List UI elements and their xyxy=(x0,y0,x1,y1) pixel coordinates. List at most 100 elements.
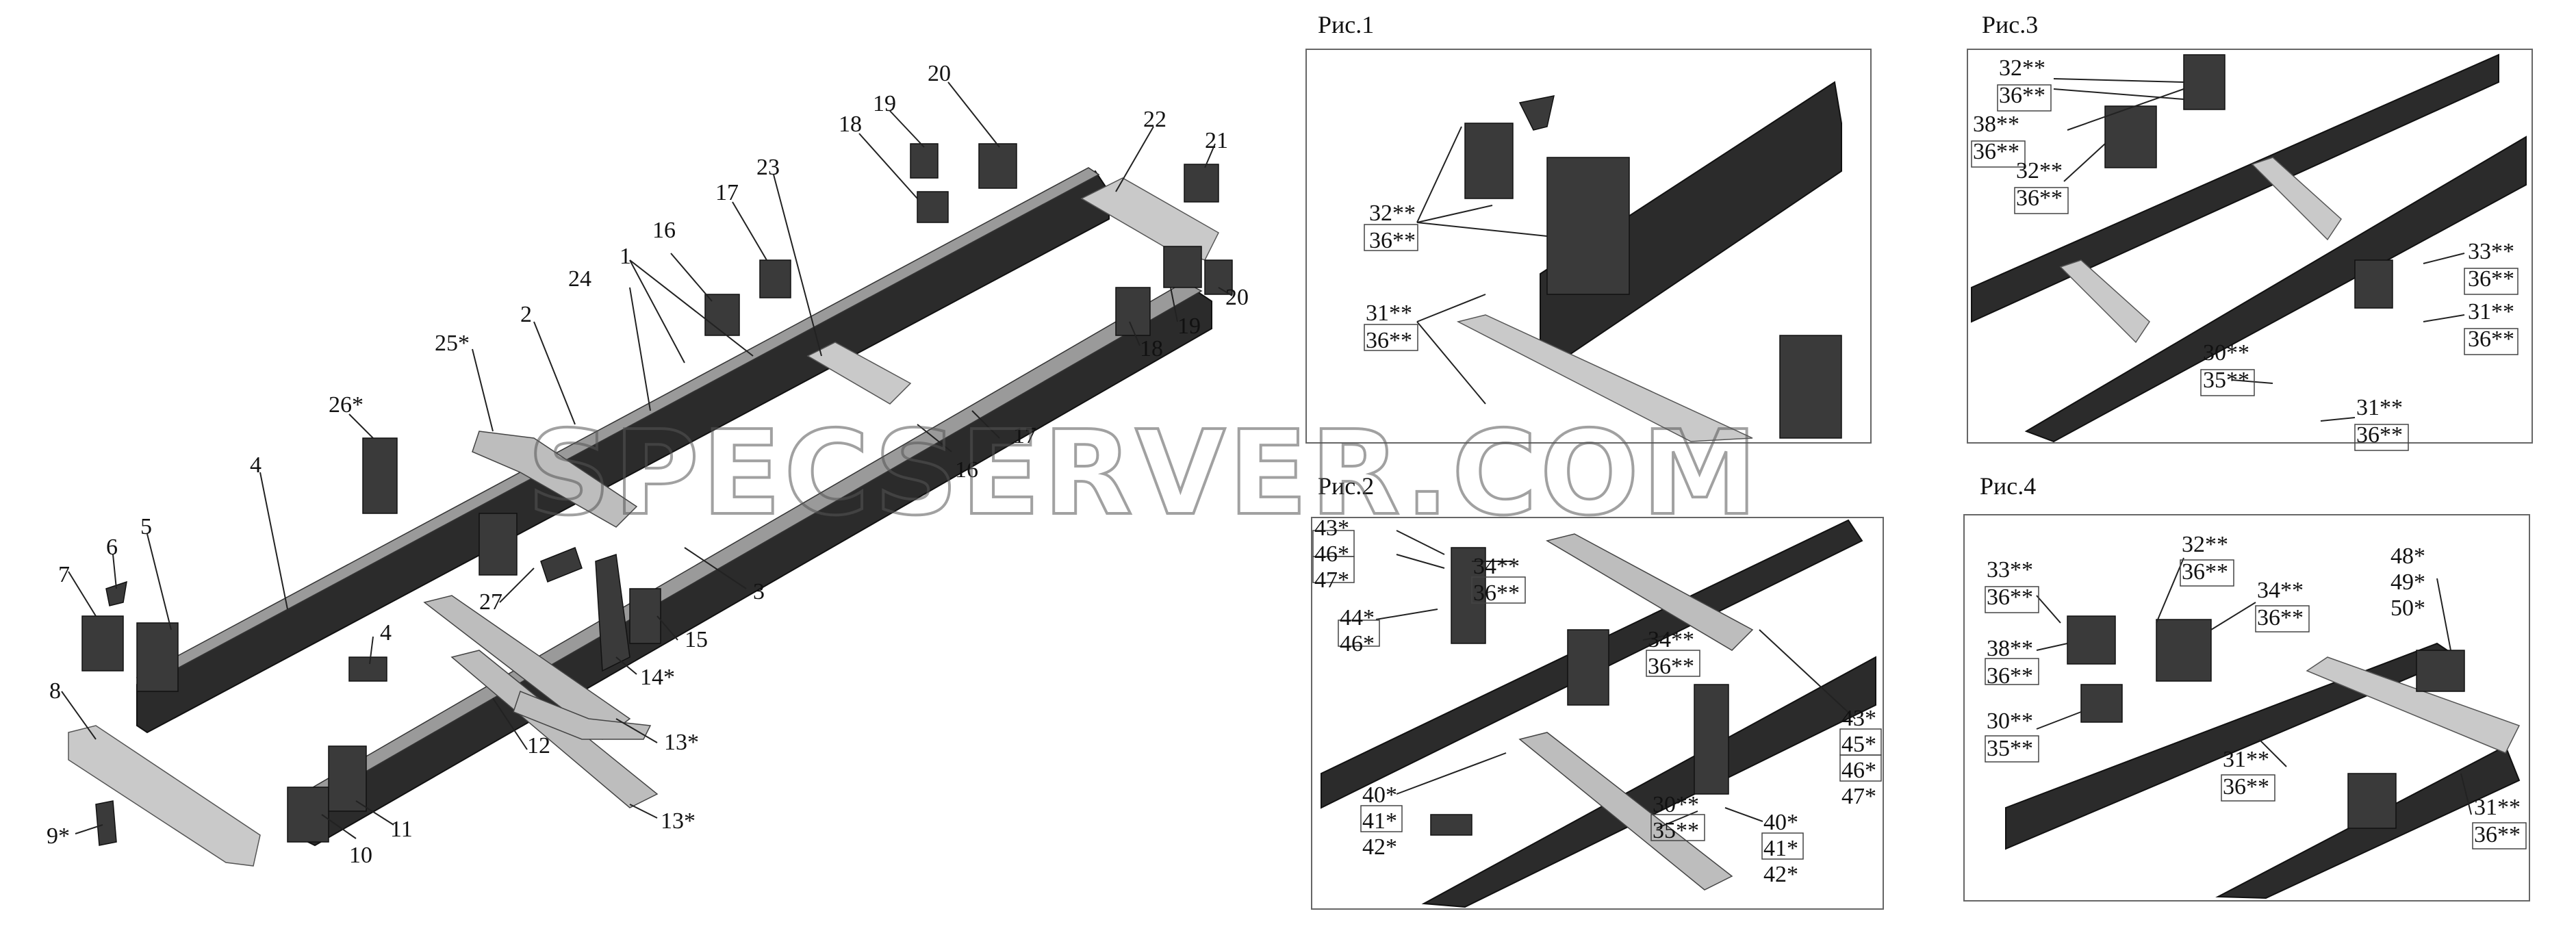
label-9: 9* xyxy=(47,823,70,849)
label-1: 1 xyxy=(620,244,631,269)
fig2-l11: 45* xyxy=(1841,732,1876,757)
fig1-title: Рис.1 xyxy=(1318,11,1374,38)
figure-2: Рис.2 43* 46* 47* xyxy=(1311,472,1884,910)
fig3-cross-1 xyxy=(2059,259,2150,344)
fig4-l6: 36** xyxy=(2257,605,2304,630)
fig3-cross-2 xyxy=(2251,157,2342,241)
label-18: 18 xyxy=(839,112,862,137)
bracket-20 xyxy=(978,143,1017,189)
fig3-l8: 36** xyxy=(2468,266,2514,292)
fig1-box-a xyxy=(1364,224,1418,251)
label-17: 17 xyxy=(715,180,739,205)
fig1-box-b xyxy=(1364,324,1418,351)
label-4: 4 xyxy=(250,452,262,478)
fig4-l7: 48* xyxy=(2390,544,2425,569)
bracket-5 xyxy=(136,622,179,692)
fig1-l4: 36** xyxy=(1366,328,1412,353)
fig4-l9: 50* xyxy=(2390,596,2425,621)
label-16b: 16 xyxy=(955,457,978,483)
bracket-6 xyxy=(105,580,127,606)
fig2-l20: 41* xyxy=(1763,836,1798,861)
fig1-rear-bracket xyxy=(1779,335,1842,439)
bracket-27 xyxy=(479,513,518,576)
main-exploded-view: 1 2 3 4 4 5 6 7 8 9* 10 11 12 13* 13* 14… xyxy=(47,61,1249,868)
fig3-l10: 36** xyxy=(2468,327,2514,352)
bracket-15 xyxy=(629,588,661,644)
label-17b: 17 xyxy=(1013,423,1036,448)
fig4-l12: 30** xyxy=(1987,708,2033,734)
fig2-l14: 40* xyxy=(1362,782,1397,808)
fig3-l14: 36** xyxy=(2356,422,2403,448)
fig2-l21: 42* xyxy=(1763,862,1798,887)
fig1-l3: 31** xyxy=(1366,301,1412,326)
fig3-box-e xyxy=(2464,328,2518,355)
fig2-l3: 47* xyxy=(1314,567,1349,593)
label-3: 3 xyxy=(753,579,765,604)
fig2-l15: 41* xyxy=(1362,808,1397,834)
fig3-panel xyxy=(1967,49,2533,444)
fig2-l10: 43* xyxy=(1841,706,1876,731)
fig1-leaders xyxy=(1416,126,1548,405)
fig3-box-g xyxy=(2354,424,2409,451)
fig2-l8: 34** xyxy=(1648,627,1694,652)
bracket-20b xyxy=(1204,259,1233,295)
fig4-l13: 35** xyxy=(1987,736,2033,761)
fig1-l1: 32** xyxy=(1369,201,1416,226)
fig2-box-c xyxy=(1338,619,1380,647)
fig3-l6: 36** xyxy=(2016,186,2063,211)
label-13b: 13* xyxy=(661,808,696,834)
fig1-l2: 36** xyxy=(1369,228,1416,253)
fig3-box-c xyxy=(2014,187,2069,214)
fig3-rail-right xyxy=(2024,136,2527,443)
fig2-l6: 34** xyxy=(1473,554,1520,579)
fig4-box-c xyxy=(2255,605,2310,632)
fig4-rear-cross xyxy=(2306,656,2521,754)
fig4-box-g xyxy=(2472,822,2527,849)
label-10: 10 xyxy=(349,843,372,868)
fig2-spring xyxy=(1518,732,1733,891)
label-23: 23 xyxy=(756,155,780,180)
fig4-l8: 49* xyxy=(2390,570,2425,595)
cross-member-25 xyxy=(472,431,638,528)
bracket-16 xyxy=(704,294,740,336)
label-13a: 13* xyxy=(664,730,699,755)
fig3-bracket-b xyxy=(2104,105,2157,168)
fig4-l15: 36** xyxy=(2223,774,2269,800)
fig3-bracket-a xyxy=(2183,54,2226,110)
fig4-bracket-a xyxy=(2067,615,2116,665)
fig4-l14: 31** xyxy=(2223,747,2269,772)
label-25: 25* xyxy=(435,331,470,356)
fig4-l17: 36** xyxy=(2474,822,2521,847)
main-leader-lines xyxy=(61,81,1233,839)
bracket-26 xyxy=(362,437,398,514)
figure-3: Рис.3 32** 36** 38** 36** 32** 36** xyxy=(1967,11,2533,451)
figure-1: Рис.1 32** 36** 31** 36** xyxy=(1305,11,1872,444)
fig3-box-a xyxy=(1997,84,2052,112)
label-11: 11 xyxy=(390,817,413,842)
bracket-18b xyxy=(1115,287,1151,336)
label-5: 5 xyxy=(140,514,152,539)
fig3-box-b xyxy=(1971,140,2026,168)
rear-cross-member xyxy=(1080,177,1219,261)
fig3-leaders xyxy=(2053,78,2465,422)
fig4-l11: 36** xyxy=(1987,663,2033,689)
fig3-l1: 32** xyxy=(1999,55,2045,81)
spring-12 xyxy=(423,595,631,740)
fig2-l12: 46* xyxy=(1841,758,1876,783)
clamp-27 xyxy=(540,547,583,583)
plate-4 xyxy=(348,656,387,682)
middle-cross-member xyxy=(806,342,912,405)
fig2-plate xyxy=(1430,814,1472,836)
label-19b: 19 xyxy=(1177,314,1201,339)
fig4-bracket-c xyxy=(2080,684,2123,723)
fig4-box-d xyxy=(1985,658,2039,685)
fig3-l3: 38** xyxy=(1973,112,2019,137)
main-labels: 1 2 3 4 4 5 6 7 8 9* 10 11 12 13* 13* 14… xyxy=(47,61,1249,868)
spring-13b xyxy=(513,691,652,740)
figure-4: Рис.4 33** 36** 32** 36** 34** xyxy=(1963,472,2530,902)
bracket-21 xyxy=(1184,164,1219,203)
fig3-box-f xyxy=(2200,369,2255,396)
label-8: 8 xyxy=(49,678,61,704)
fig2-bracket-b xyxy=(1567,629,1609,706)
bracket-18 xyxy=(917,191,949,223)
